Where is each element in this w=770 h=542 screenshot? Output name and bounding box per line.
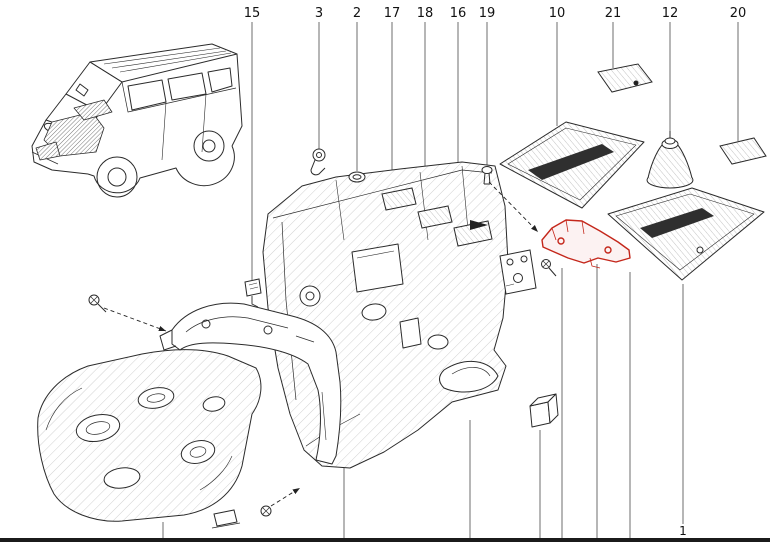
bottom-edge-bar xyxy=(0,538,770,542)
callout-label-16: 16 xyxy=(450,6,467,21)
dashed-to-red-bracket xyxy=(488,181,539,233)
location-arrow xyxy=(470,220,488,230)
callout-label-3: 3 xyxy=(315,6,323,21)
cowl-bracket xyxy=(159,302,342,465)
strip-17 xyxy=(381,187,417,211)
strip-18 xyxy=(417,205,453,229)
mat-20 xyxy=(719,137,767,165)
dashed-to-bracket xyxy=(103,307,167,332)
callout-label-2: 2 xyxy=(353,6,361,21)
dashed-from-screw-bottom xyxy=(270,487,301,507)
pin-19 xyxy=(481,166,493,185)
callout-label-18: 18 xyxy=(417,6,434,21)
tag-flag xyxy=(211,509,241,529)
vehicle-thumbnail xyxy=(31,43,243,198)
callout-label-1: 1 xyxy=(679,524,687,538)
mat-right xyxy=(607,187,765,281)
callouts: 15 3 2 17 18 16 19 10 21 12 20 1 xyxy=(244,6,747,538)
callout-label-10: 10 xyxy=(549,6,566,21)
screw-left xyxy=(88,294,107,313)
callout-label-21: 21 xyxy=(605,6,622,21)
callout-label-17: 17 xyxy=(384,6,401,21)
callout-label-12: 12 xyxy=(662,6,679,21)
bracket-plate xyxy=(499,249,537,295)
screw-bottom xyxy=(260,505,272,517)
dashed-locators xyxy=(103,181,539,507)
floor-insulation-panel xyxy=(37,349,262,522)
clip-15 xyxy=(244,278,262,308)
highlighted-bracket xyxy=(541,219,631,269)
callout-label-19: 19 xyxy=(479,6,496,21)
mat-10 xyxy=(499,121,645,209)
screw-center xyxy=(541,259,557,277)
callout-label-15: 15 xyxy=(244,6,261,21)
clip-3 xyxy=(310,148,326,176)
grommet-2 xyxy=(348,171,366,183)
boot-12 xyxy=(646,131,694,189)
mat-21 xyxy=(597,63,653,93)
leader-lines xyxy=(162,22,739,542)
cube-block xyxy=(529,393,559,428)
callout-label-20: 20 xyxy=(730,6,747,21)
